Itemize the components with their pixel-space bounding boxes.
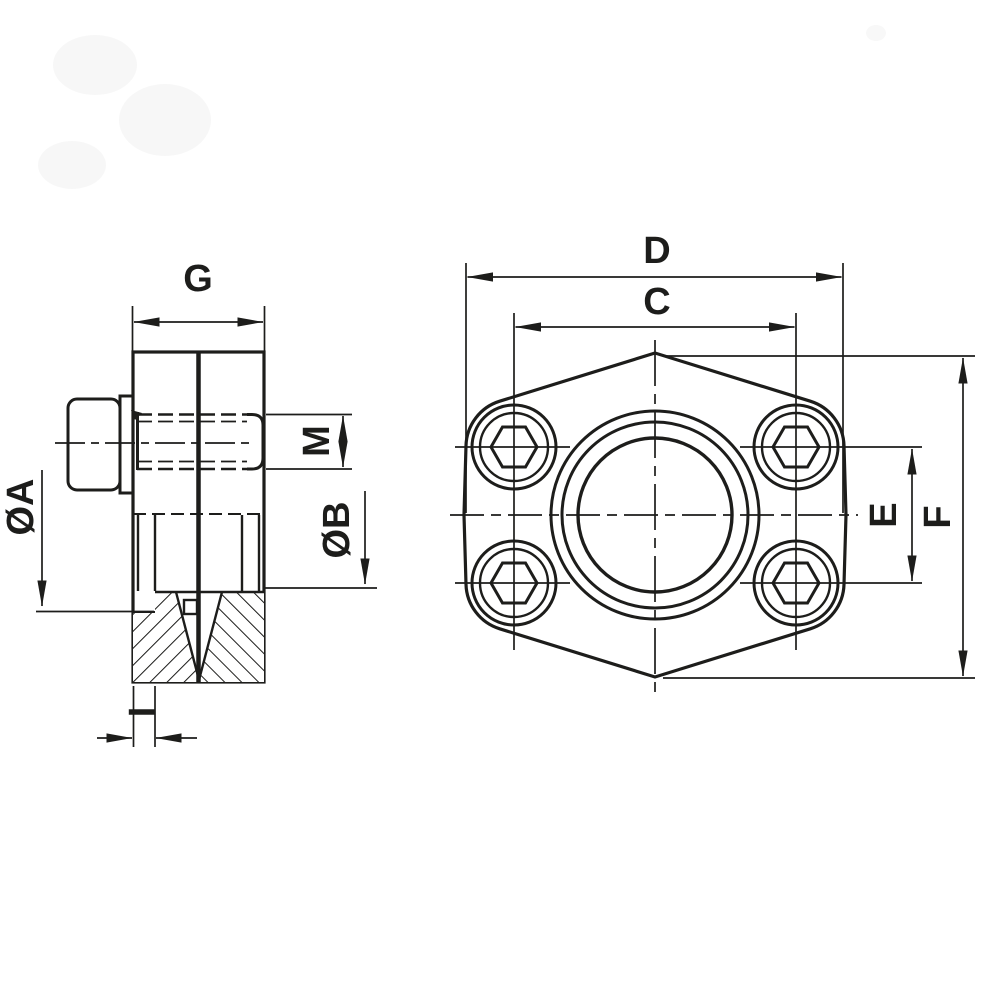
thread-lines [131,410,265,471]
chamfer-mark [131,410,142,420]
washer-side [118,394,135,495]
dim-label-m: M [296,425,338,457]
counterbore-walls [136,515,261,591]
thread-end-cap [247,413,265,471]
dim-label-i: I [122,707,164,718]
scan-smudges [38,25,886,189]
dim-label-f: F [917,505,959,528]
dim-label-g: G [183,258,213,300]
dim-label-e: E [863,502,905,527]
dim-dia-A [36,470,154,613]
bolt-head-side [66,397,122,492]
dim-label-dia-b: ØB [316,502,358,559]
dim-label-c: C [643,281,670,323]
dim-M [266,413,352,470]
weld-notch-edge-right [197,591,224,681]
dim-G [131,306,266,351]
centerlines [450,313,922,694]
seat-detail-square [182,598,199,616]
side-view: G M ØA ØB I [0,258,377,747]
dim-dia-B [265,491,377,589]
dim-I [97,686,197,747]
weld-notch-edge-left [174,591,201,681]
dim-label-dia-a: ØA [0,479,42,536]
dim-F [663,355,975,679]
dim-D [465,263,844,513]
dim-label-d: D [643,230,670,272]
front-view: D C E F [450,230,975,694]
